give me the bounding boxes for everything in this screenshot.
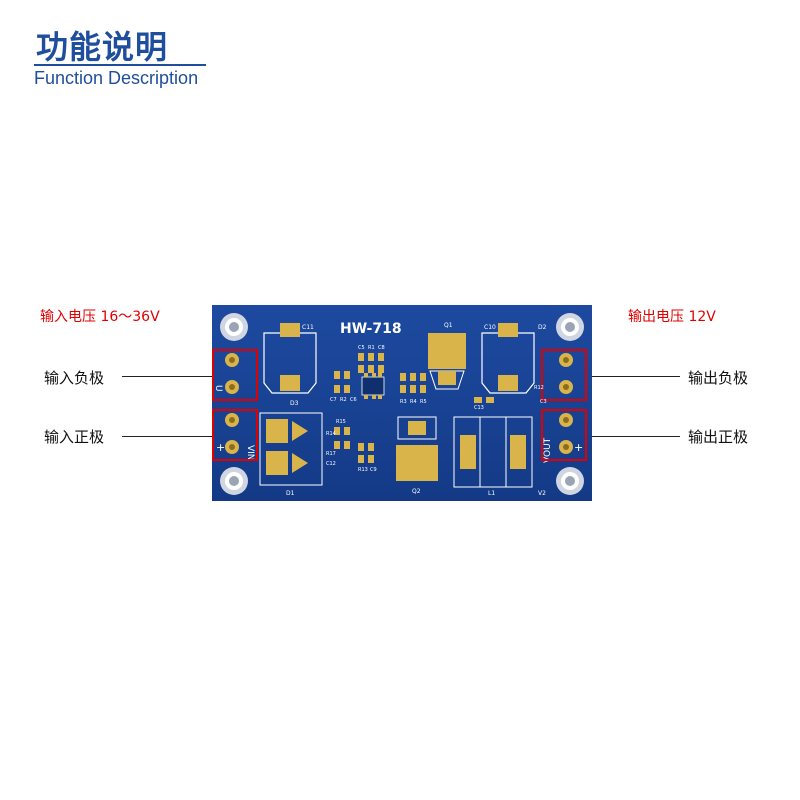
output-terminal-positive: + VOUT [543, 413, 583, 463]
passive-cluster-top: C5 R1 C8 [358, 345, 385, 373]
input-terminal-negative: U [213, 353, 239, 394]
svg-text:+: + [574, 441, 583, 454]
mosfet-q1: Q1 [428, 322, 466, 390]
svg-text:C10: C10 [484, 324, 496, 331]
pcb-board: HW-718 C11 D3 U + VIN + VOUT [212, 305, 592, 501]
mounting-hole [220, 313, 248, 341]
input-negative-label: 输入负极 [44, 369, 105, 387]
passive-cluster-bottom: R15 R14 R17 C12 R13 C9 [326, 419, 377, 473]
input-voltage-label: 输入电压 16～36V [40, 309, 160, 325]
output-voltage-label: 输出电压 12V [628, 309, 716, 325]
svg-text:D2: D2 [538, 324, 547, 331]
page-subtitle: Function Description [34, 68, 199, 88]
silk-d3: D3 [290, 400, 299, 407]
svg-text:R13: R13 [358, 467, 368, 473]
passive-cluster-mid: R3 R4 R5 [400, 373, 427, 405]
diode-d1: D1 [259, 412, 323, 497]
svg-text:C9: C9 [370, 467, 377, 473]
title-underline [34, 64, 206, 66]
svg-text:D1: D1 [286, 490, 295, 497]
inductor-l1: L1 [453, 416, 533, 497]
svg-text:Q2: Q2 [412, 488, 421, 495]
svg-text:R5: R5 [420, 399, 427, 405]
svg-text:C11: C11 [302, 324, 314, 331]
output-positive-label: 输出正极 [688, 428, 749, 446]
passive-cluster-left: C7 R2 C6 [330, 371, 357, 403]
capacitor-c11: C11 [263, 323, 317, 394]
svg-text:R15: R15 [336, 419, 346, 425]
svg-text:R4: R4 [410, 399, 417, 405]
svg-text:VOUT: VOUT [543, 437, 553, 463]
svg-text:C13: C13 [474, 405, 484, 411]
svg-text:C7: C7 [330, 397, 337, 403]
page-title: 功能说明 [36, 28, 169, 66]
svg-text:R3: R3 [400, 399, 407, 405]
svg-text:R12: R12 [534, 385, 544, 391]
board-model: HW-718 [340, 321, 402, 337]
svg-text:R14: R14 [326, 431, 336, 437]
svg-text:Q1: Q1 [444, 322, 453, 329]
output-negative-label: 输出负极 [688, 369, 749, 387]
output-negative-highlight [541, 349, 587, 401]
svg-text:R17: R17 [326, 451, 336, 457]
output-terminal-negative [559, 353, 573, 394]
svg-text:U: U [213, 385, 223, 392]
svg-text:C8: C8 [378, 345, 385, 351]
silk-v2: V2 [538, 490, 546, 497]
mounting-hole [556, 467, 584, 495]
mounting-hole [556, 313, 584, 341]
mosfet-q2: Q2 [396, 416, 438, 495]
svg-text:VIN: VIN [245, 445, 255, 461]
input-positive-label: 输入正极 [44, 428, 105, 446]
ic-u1 [361, 373, 385, 399]
svg-text:C3: C3 [540, 399, 547, 405]
svg-text:C5: C5 [358, 345, 365, 351]
svg-text:C12: C12 [326, 461, 336, 467]
mounting-hole [220, 467, 248, 495]
svg-text:L1: L1 [488, 490, 495, 497]
input-terminal-positive: + VIN [216, 413, 255, 461]
input-positive-highlight [212, 409, 258, 461]
passive-c13: C13 [474, 397, 494, 411]
svg-text:+: + [216, 441, 225, 454]
svg-text:R2: R2 [340, 397, 347, 403]
svg-text:C6: C6 [350, 397, 357, 403]
svg-text:R1: R1 [368, 345, 375, 351]
input-negative-highlight [212, 349, 258, 401]
capacitor-c10: C10 D2 R12 C3 [481, 323, 547, 405]
output-positive-highlight [541, 409, 587, 461]
